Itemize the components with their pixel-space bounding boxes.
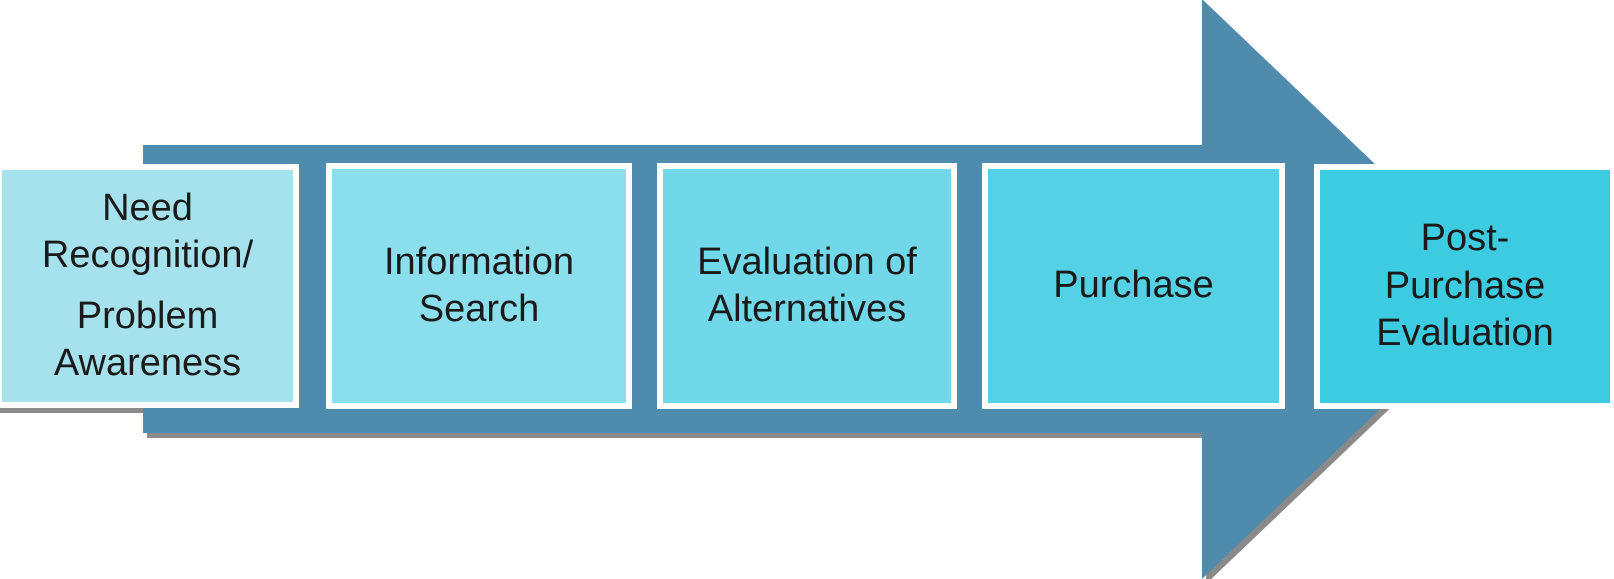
step-label: Evaluation of Alternatives <box>682 239 932 334</box>
step-label-line: Problem Awareness <box>53 294 242 385</box>
step-label-line: Evaluation of Alternatives <box>697 240 917 331</box>
step-label: Need Recognition/ Problem Awareness <box>28 185 268 388</box>
step-label-line: Post-Purchase Evaluation <box>1376 217 1554 355</box>
step-label-line: Purchase <box>1053 264 1214 307</box>
step-box-need-recognition: Need Recognition/ Problem Awareness <box>0 164 299 408</box>
step-label: Purchase <box>1004 262 1264 310</box>
step-label-line: Need Recognition/ <box>41 186 254 277</box>
step-box-evaluation-of-alternatives: Evaluation of Alternatives <box>657 163 957 409</box>
step-box-post-purchase-evaluation: Post-Purchase Evaluation <box>1314 164 1614 409</box>
step-box-purchase: Purchase <box>982 163 1285 409</box>
step-label-line: Information Search <box>383 240 575 331</box>
step-label: Information Search <box>359 239 599 334</box>
step-box-information-search: Information Search <box>326 163 632 409</box>
step-label: Post-Purchase Evaluation <box>1373 215 1558 358</box>
